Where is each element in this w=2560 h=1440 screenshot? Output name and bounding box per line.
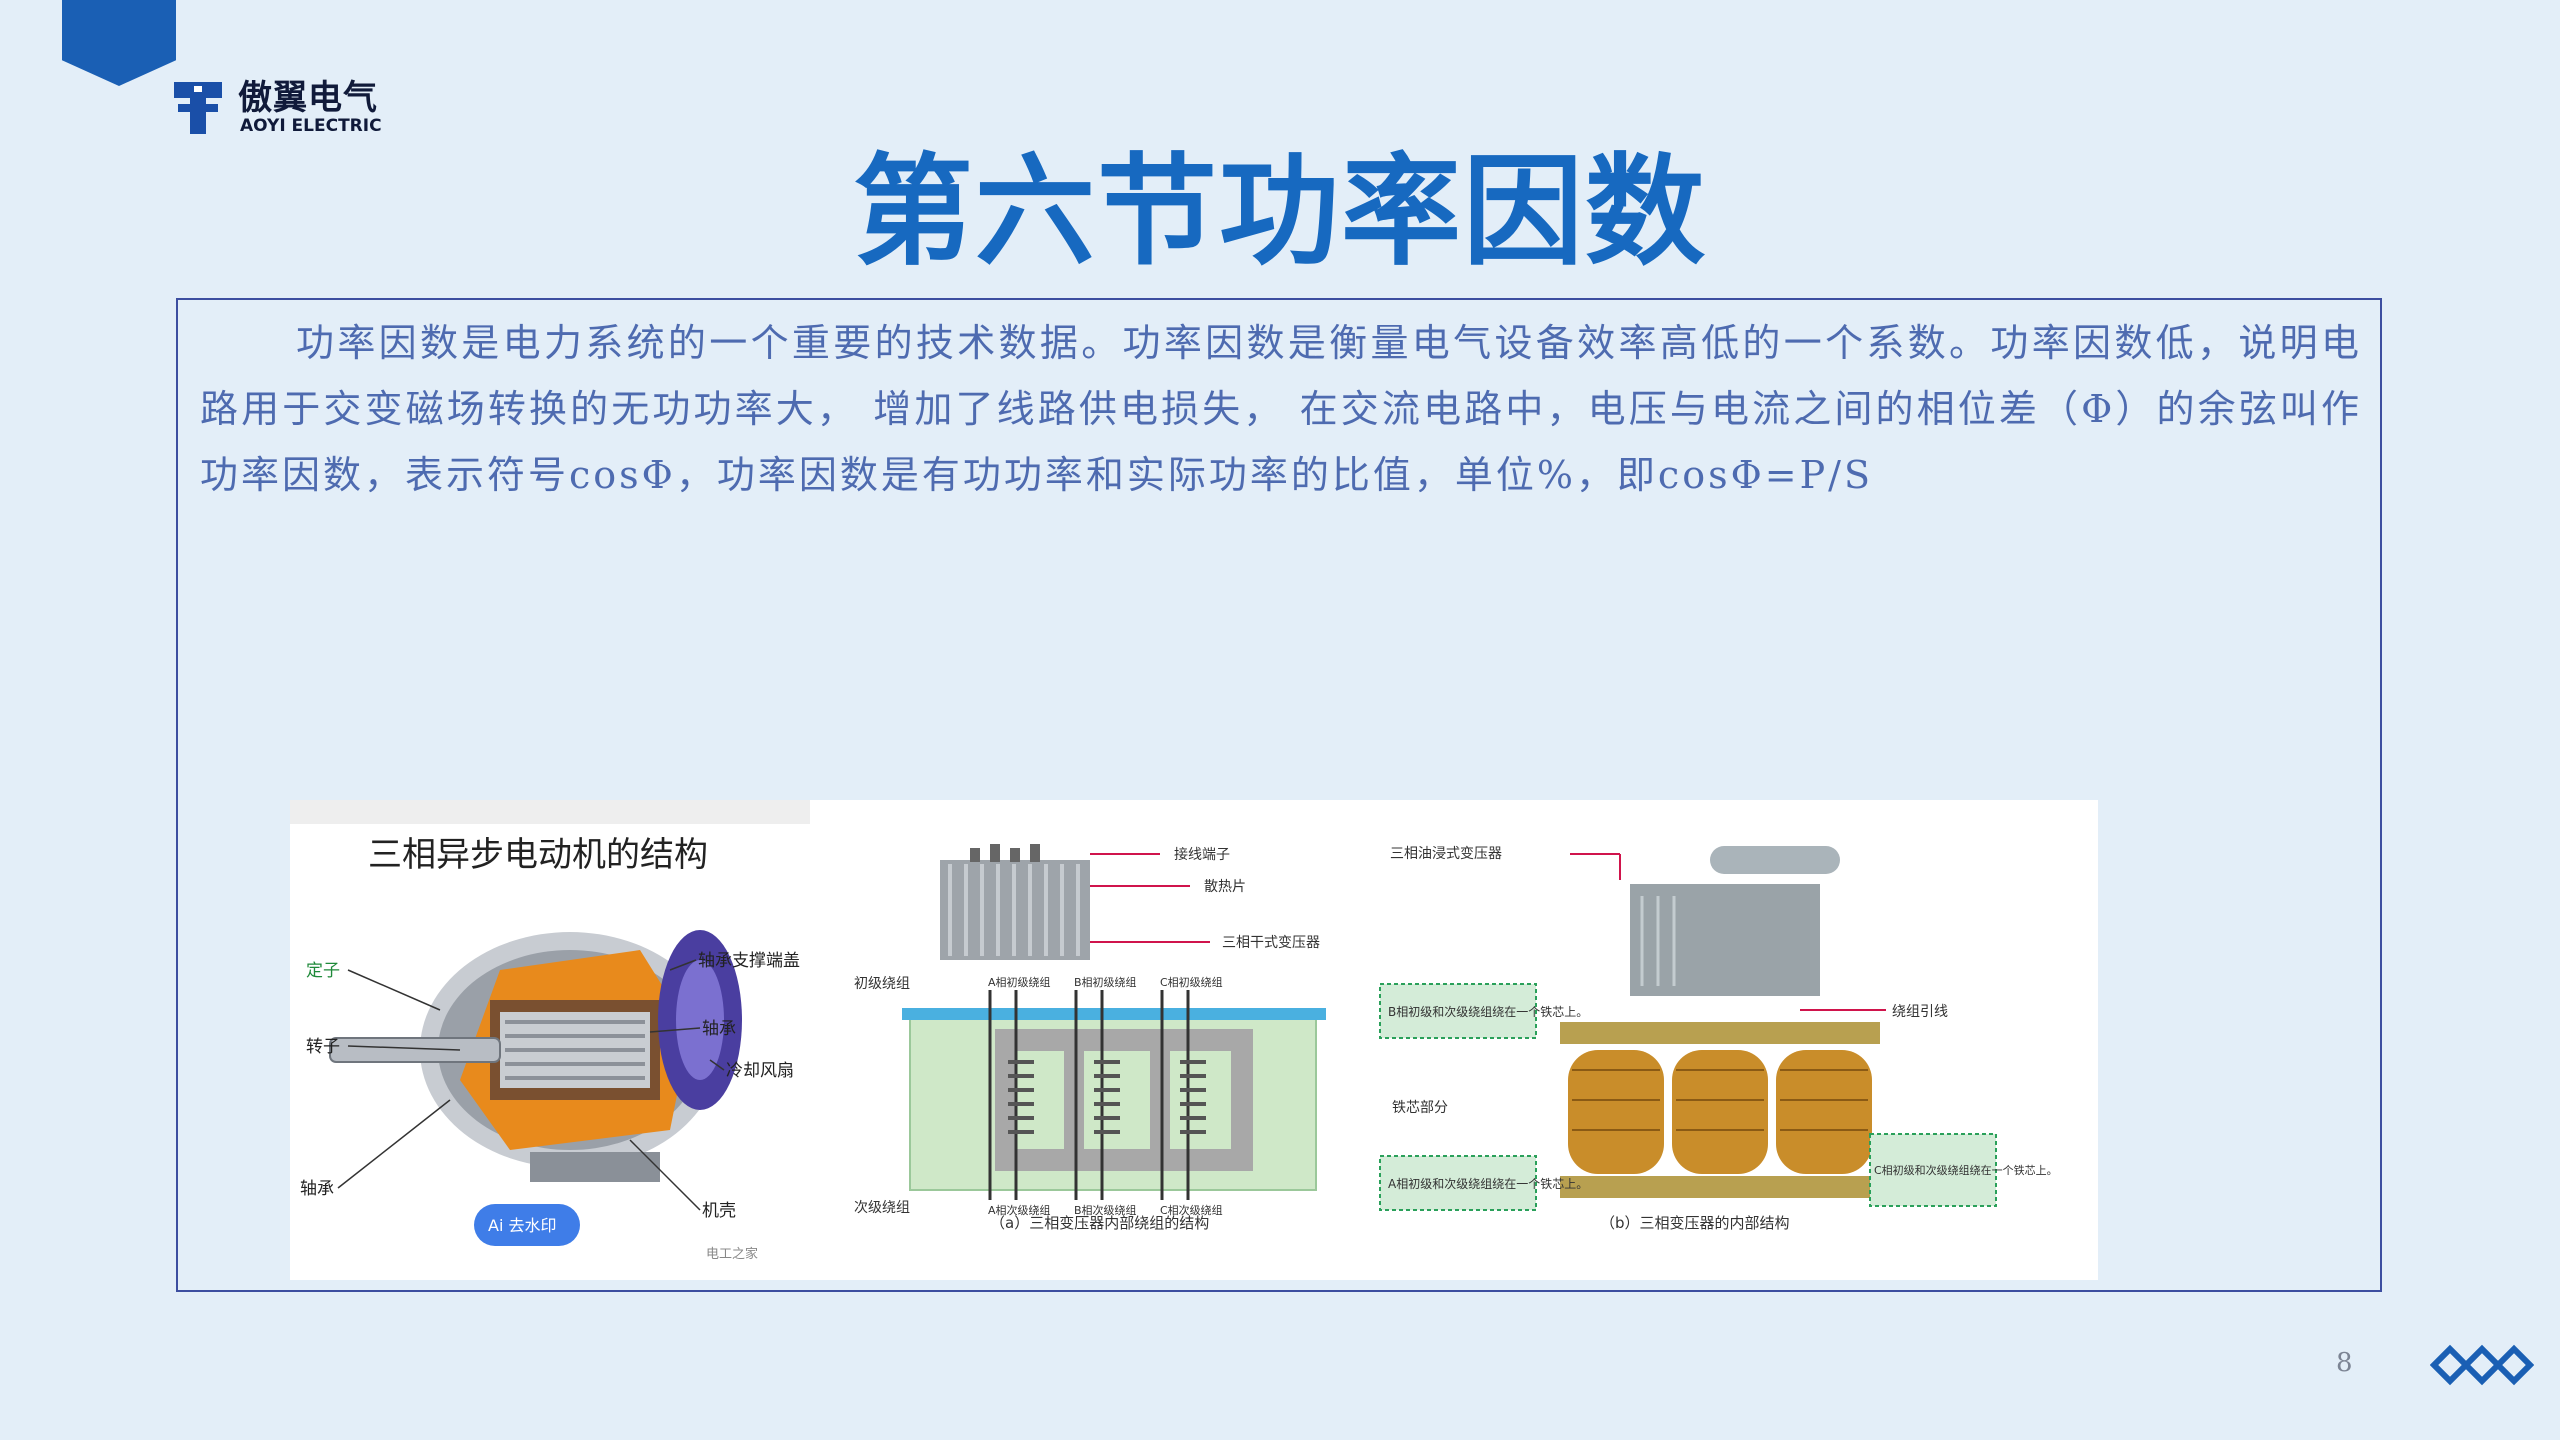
dry-transformer-photo: [940, 844, 1090, 960]
transformer-figure-b: 三相油浸式变压器 B相初级和次级绕组绕在一个铁芯上。 绕组引线: [1379, 846, 2058, 1232]
label-bearing-right: 轴承: [702, 1019, 736, 1039]
content-box: 功率因数是电力系统的一个重要的技术数据。功率因数是衡量电气设备效率高低的一个系数…: [176, 298, 2382, 1292]
label-lead: 绕组引线: [1892, 1004, 1948, 1020]
label-oil-type: 三相油浸式变压器: [1390, 846, 1502, 862]
label-bearing-cover: 轴承支撑端盖: [698, 951, 800, 971]
corner-tab-decoration: [62, 0, 176, 86]
label-phase-b-bottom: B相次级绕组: [1074, 1203, 1137, 1217]
label-a-phase-note: A相初级和次级绕组绕在一个铁芯上。: [1388, 1177, 1588, 1191]
label-housing: 机壳: [702, 1201, 736, 1221]
coil-assembly: [1560, 1022, 1880, 1198]
figure-b-caption: （b）三相变压器的内部结构: [1600, 1214, 1790, 1232]
motor-figure: 三相异步电动机的结构 定子: [290, 800, 810, 1262]
label-phase-a-top: A相初级绕组: [988, 975, 1051, 989]
label-core: 铁芯部分: [1392, 1100, 1448, 1116]
label-b-phase-note: B相初级和次级绕组绕在一个铁芯上。: [1388, 1005, 1588, 1019]
label-terminal: 接线端子: [1174, 846, 1230, 863]
label-phase-c-bottom: C相次级绕组: [1160, 1203, 1223, 1217]
label-phase-c-top: C相初级绕组: [1160, 975, 1223, 989]
oil-transformer-photo: [1630, 846, 1840, 996]
body-paragraph: 功率因数是电力系统的一个重要的技术数据。功率因数是衡量电气设备效率高低的一个系数…: [200, 321, 2362, 497]
label-radiator: 散热片: [1204, 879, 1246, 895]
label-bearing-left: 轴承: [300, 1179, 334, 1199]
remove-watermark-label: Ai 去水印: [488, 1216, 556, 1235]
label-phase-b-top: B相初级绕组: [1074, 975, 1137, 989]
company-logo: 傲翼电气 AOYI ELECTRIC: [172, 78, 402, 140]
illustration-panel: 三相异步电动机的结构 定子: [290, 800, 2098, 1280]
label-phase-a-bottom: A相次级绕组: [988, 1203, 1051, 1217]
label-secondary-winding: 次级绕组: [854, 1200, 910, 1216]
page-title: 第六节功率因数: [853, 143, 1707, 282]
transformer-figure-a: 接线端子 散热片 三相干式变压器 初级绕组 次级绕组 铁芯部分: [854, 844, 1448, 1232]
winding-diagram: [902, 990, 1326, 1200]
diamond-chain-decoration: [2430, 1344, 2534, 1386]
label-cooling-fan: 冷却风扇: [726, 1061, 794, 1081]
logo-name-en: AOYI ELECTRIC: [240, 116, 382, 136]
remove-watermark-button[interactable]: [474, 1204, 580, 1246]
figure-a-caption: （a）三相变压器内部绕组的结构: [990, 1214, 1209, 1232]
page-number: 8: [2336, 1348, 2353, 1378]
label-dry-type: 三相干式变压器: [1222, 935, 1320, 951]
label-stator: 定子: [306, 961, 340, 981]
label-c-phase-note: C相初级和次级绕组绕在一个铁芯上。: [1874, 1163, 2058, 1177]
label-primary-winding: 初级绕组: [854, 975, 910, 992]
motor-illustration: [329, 930, 742, 1182]
logo-mark-icon: [174, 82, 222, 134]
label-rotor: 转子: [306, 1037, 340, 1057]
motor-source-watermark: 电工之家: [706, 1246, 758, 1262]
logo-name-cn: 傲翼电气: [238, 78, 378, 118]
motor-figure-title: 三相异步电动机的结构: [368, 835, 708, 875]
